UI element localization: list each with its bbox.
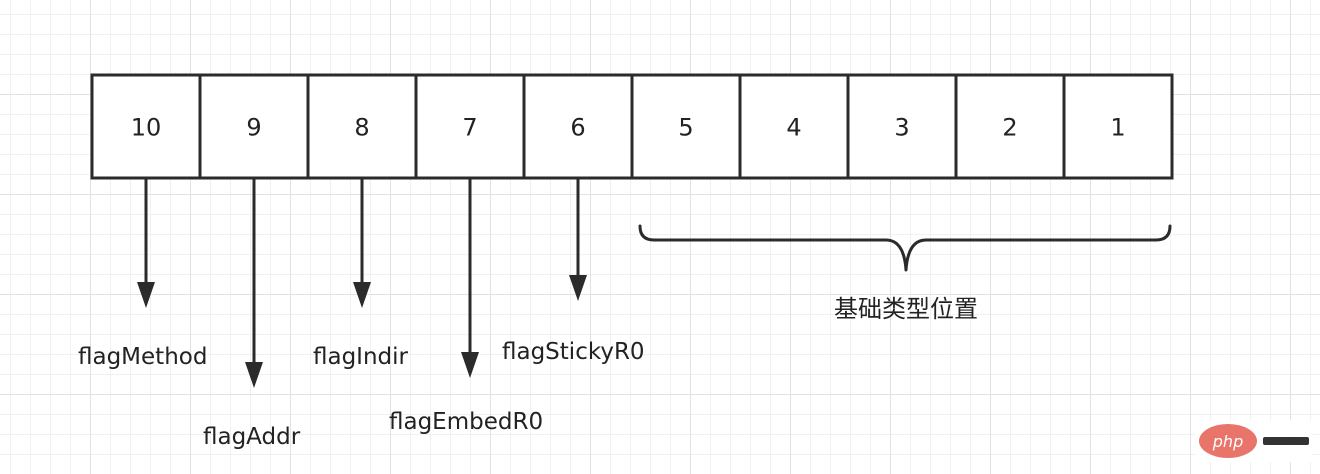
bit-cell-number: 8 [354, 114, 369, 142]
bit-cell-number: 3 [894, 114, 909, 142]
flag-label-flagMethod: flagMethod [78, 344, 207, 370]
arrow-head [137, 282, 155, 308]
arrow-head [461, 352, 479, 378]
watermark-bar [1263, 437, 1309, 445]
flag-arrows [137, 178, 587, 388]
arrow-head [245, 362, 263, 388]
bit-cell-4 [738, 73, 850, 180]
bit-cell-number: 10 [131, 114, 162, 142]
arrow-head [569, 275, 587, 301]
bit-cell-2 [954, 73, 1066, 180]
bit-cell-number: 9 [246, 114, 261, 142]
bit-cell-number: 7 [462, 114, 477, 142]
bit-cell-10 [90, 73, 202, 180]
bit-cell-number: 1 [1110, 114, 1125, 142]
bit-cell-number: 5 [678, 114, 693, 142]
bit-cell-number: 6 [570, 114, 585, 142]
bit-cell-3 [846, 73, 958, 180]
flag-label-flagEmbedR0: flagEmbedR0 [389, 409, 543, 435]
bit-cell-1 [1062, 73, 1174, 180]
flag-label-flagAddr: flagAddr [203, 424, 301, 450]
flag-label-flagIndir: flagIndir [313, 344, 409, 370]
bit-cell-5 [630, 73, 742, 180]
flag-labels: flagMethod flagAddr flagIndir flagEmbedR0 fl… [78, 339, 645, 450]
php-watermark: php [1195, 420, 1313, 462]
php-logo-icon: php [1199, 424, 1257, 458]
bit-cell-number: 2 [1002, 114, 1017, 142]
bit-cells: 10 9 8 7 6 5 4 3 2 1 [90, 73, 1174, 180]
flag-label-flagStickyR0: flagStickyR0 [502, 339, 645, 365]
curly-brace [638, 224, 1172, 272]
arrow-head [353, 282, 371, 308]
base-type-brace: 基础类型位置 [638, 224, 1172, 323]
brace-label: 基础类型位置 [834, 295, 978, 323]
bit-cell-number: 4 [786, 114, 801, 142]
bit-cell-9 [198, 73, 310, 180]
